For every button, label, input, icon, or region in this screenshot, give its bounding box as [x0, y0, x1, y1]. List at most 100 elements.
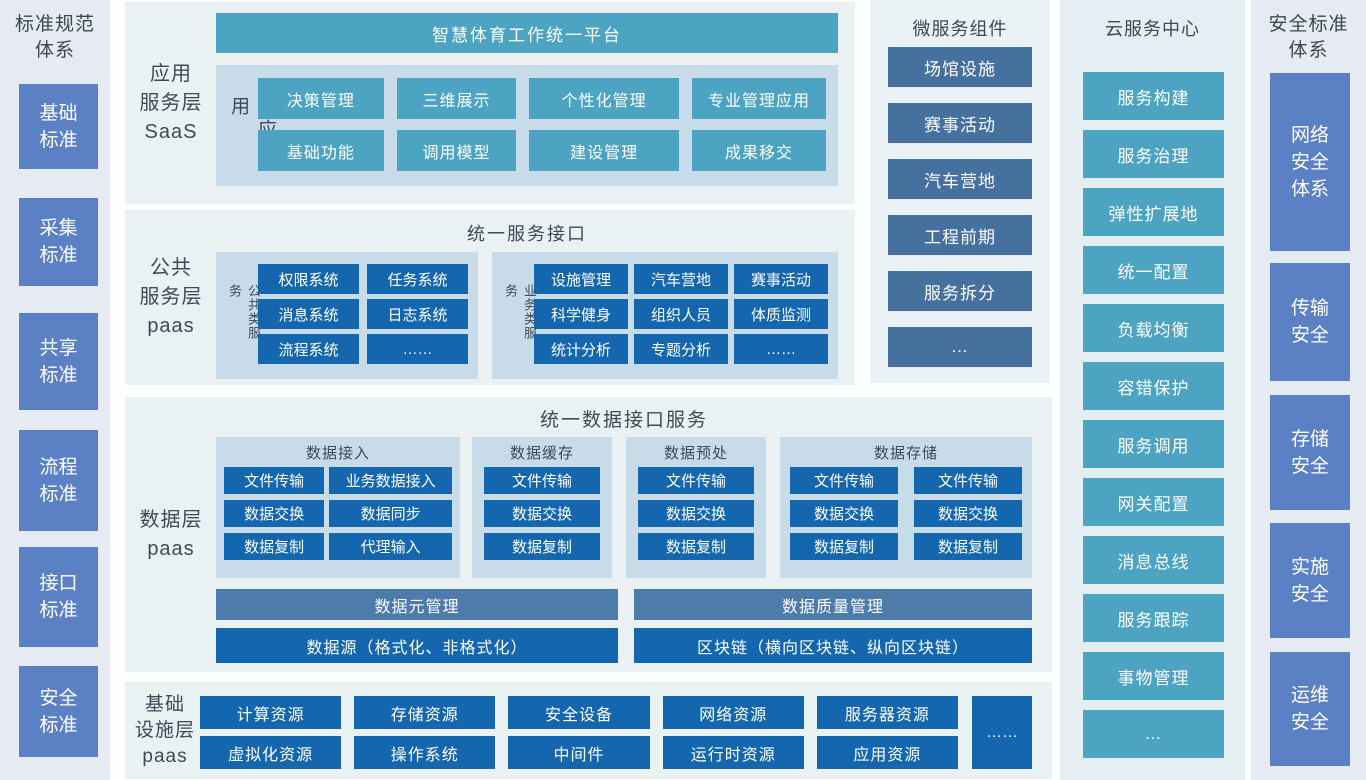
cloud-btn-loadbalance: 负载均衡	[1083, 304, 1224, 352]
infra-btn-storage: 存储资源	[354, 696, 496, 729]
svc-btn-more: ……	[367, 334, 468, 364]
public-services-grid: 权限系统 任务系统 消息系统 日志系统 流程系统 ……	[258, 264, 468, 364]
microservices-panel: 微服务组件 场馆设施 赛事活动 汽车营地 工程前期 服务拆分 …	[870, 0, 1050, 383]
pre-btn-replicate: 数据复制	[638, 533, 754, 560]
infra-btn-os: 操作系统	[354, 736, 496, 769]
cloud-btn-transaction: 事物管理	[1083, 652, 1224, 700]
data-btn-sync: 数据同步	[329, 500, 452, 527]
standard-block-interface: 接口标准	[19, 547, 98, 647]
biz-btn-topic: 专题分析	[634, 334, 728, 364]
svc-btn-permission: 权限系统	[258, 264, 359, 294]
public-services-group-label: 公共类服务	[227, 283, 261, 340]
cloud-btn-build: 服务构建	[1083, 72, 1224, 120]
data-cache-title: 数据缓存	[509, 445, 574, 462]
infra-btn-application: 应用资源	[816, 736, 959, 769]
cache-btn-file-transfer: 文件传输	[484, 467, 600, 494]
meta-management-bar: 数据元管理	[216, 589, 618, 620]
infrastructure-layer-panel: 基础 设施层 paas 计算资源 存储资源 安全设备 网络资源 服务器资源 虚拟…	[125, 682, 1052, 779]
business-services-grid: 设施管理 汽车营地 赛事活动 科学健身 组织人员 体质监测 统计分析 专题分析 …	[534, 264, 828, 364]
cloud-center-list: 服务构建 服务治理 弹性扩展地 统一配置 负载均衡 容错保护 服务调用 网关配置…	[1083, 72, 1224, 758]
micro-app-grid: 决策管理 三维展示 个性化管理 专业管理应用 基础功能 调用模型 建设管理 成果…	[258, 78, 826, 171]
security-block-transport: 传输安全	[1270, 263, 1350, 381]
microservices-list: 场馆设施 赛事活动 汽车营地 工程前期 服务拆分 …	[888, 47, 1032, 367]
data-cache-group: 数据缓存 文件传输 数据交换 数据复制	[472, 437, 612, 578]
biz-btn-fitness: 科学健身	[534, 299, 628, 329]
svc-btn-workflow: 流程系统	[258, 334, 359, 364]
security-block-implement: 实施安全	[1270, 523, 1350, 638]
infra-btn-middleware: 中间件	[508, 736, 650, 769]
svc-btn-log: 日志系统	[367, 299, 468, 329]
cloud-btn-tracking: 服务跟踪	[1083, 594, 1224, 642]
data-btn-biz-access: 业务数据接入	[329, 467, 452, 494]
micro-app-container: 微应用 决策管理 三维展示 个性化管理 专业管理应用 基础功能 调用模型 建设管…	[216, 65, 838, 186]
infra-more-block: ……	[972, 696, 1032, 769]
cloud-btn-more: …	[1083, 710, 1224, 758]
ms-btn-events: 赛事活动	[888, 103, 1032, 143]
quality-management-bar: 数据质量管理	[634, 589, 1032, 620]
data-source-bar: 数据源（格式化、非格式化）	[216, 628, 618, 663]
biz-btn-events: 赛事活动	[734, 264, 828, 294]
biz-btn-stats: 统计分析	[534, 334, 628, 364]
cache-btn-replicate: 数据复制	[484, 533, 600, 560]
infra-btn-runtime: 运行时资源	[662, 736, 804, 769]
public-service-layer-label: 公共 服务层 paas	[139, 257, 203, 337]
store-btn-replicate-1: 数据复制	[790, 533, 898, 560]
infra-btn-compute: 计算资源	[200, 696, 342, 729]
cloud-btn-config: 统一配置	[1083, 246, 1224, 294]
unified-service-interface-header: 统一服务接口	[467, 224, 587, 244]
security-panel: 安全标准体系 网络安全体系 传输安全 存储安全 实施安全 运维安全	[1251, 0, 1366, 780]
security-block-storage: 存储安全	[1270, 395, 1350, 510]
data-access-title: 数据接入	[305, 445, 370, 462]
svc-btn-message: 消息系统	[258, 299, 359, 329]
standard-block-security: 安全标准	[19, 666, 98, 757]
public-service-layer-panel: 公共 服务层 paas 统一服务接口 公共类服务 权限系统 任务系统 消息系统 …	[125, 210, 855, 385]
ms-btn-rv-camp: 汽车营地	[888, 159, 1032, 199]
saas-btn-handover: 成果移交	[691, 130, 826, 171]
data-layer-panel: 数据层 paas 统一数据接口服务 数据接入 文件传输 业务数据接入 数据交换 …	[125, 397, 1052, 672]
data-layer-label: 数据层 paas	[139, 508, 203, 560]
cloud-btn-faulttolerance: 容错保护	[1083, 362, 1224, 410]
cache-btn-exchange: 数据交换	[484, 500, 600, 527]
data-storage-title: 数据存储	[873, 445, 938, 462]
public-services-group: 公共类服务 权限系统 任务系统 消息系统 日志系统 流程系统 ……	[216, 252, 478, 379]
security-block-ops: 运维安全	[1270, 652, 1350, 766]
infra-row-1: 计算资源 存储资源 安全设备 网络资源 服务器资源	[200, 696, 959, 729]
standard-block-share: 共享标准	[19, 313, 98, 410]
saas-btn-personalize: 个性化管理	[529, 78, 679, 119]
platform-header-bar: 智慧体育工作统一平台	[216, 13, 838, 53]
data-btn-replicate: 数据复制	[224, 533, 325, 560]
biz-btn-more: ……	[734, 334, 828, 364]
saas-btn-construction: 建设管理	[529, 130, 679, 171]
store-btn-file-transfer-2: 文件传输	[914, 467, 1022, 494]
cloud-btn-governance: 服务治理	[1083, 130, 1224, 178]
cloud-center-panel: 云服务中心 服务构建 服务治理 弹性扩展地 统一配置 负载均衡 容错保护 服务调…	[1060, 0, 1245, 780]
standards-panel: 标准规范体系 基础标准 采集标准 共享标准 流程标准 接口标准 安全标准	[0, 0, 110, 780]
biz-btn-rv-camp: 汽车营地	[634, 264, 728, 294]
ms-btn-more: …	[888, 327, 1032, 367]
infra-row-2: 虚拟化资源 操作系统 中间件 运行时资源 应用资源	[200, 736, 959, 769]
security-panel-title: 安全标准体系	[1268, 14, 1349, 61]
store-btn-exchange-1: 数据交换	[790, 500, 898, 527]
data-btn-proxy-input: 代理输入	[329, 533, 452, 560]
infrastructure-layer-label: 基础 设施层 paas	[134, 693, 195, 767]
standard-block-collect: 采集标准	[19, 198, 98, 286]
store-btn-replicate-2: 数据复制	[914, 533, 1022, 560]
data-storage-group: 数据存储 文件传输 文件传输 数据交换 数据交换 数据复制 数据复制	[780, 437, 1032, 578]
cloud-btn-gateway: 网关配置	[1083, 478, 1224, 526]
cloud-btn-invoke: 服务调用	[1083, 420, 1224, 468]
data-access-group: 数据接入 文件传输 业务数据接入 数据交换 数据同步 数据复制 代理输入	[216, 437, 460, 578]
store-btn-exchange-2: 数据交换	[914, 500, 1022, 527]
business-services-group: 业务类服务 设施管理 汽车营地 赛事活动 科学健身 组织人员 体质监测 统计分析…	[492, 252, 838, 379]
store-btn-file-transfer-1: 文件传输	[790, 467, 898, 494]
blockchain-bar: 区块链（横向区块链、纵向区块链）	[634, 628, 1032, 663]
ms-btn-venue: 场馆设施	[888, 47, 1032, 87]
security-block-network: 网络安全体系	[1270, 73, 1350, 251]
microservices-title: 微服务组件	[912, 19, 1008, 39]
business-services-group-label: 业务类服务	[503, 283, 537, 340]
biz-btn-facility: 设施管理	[534, 264, 628, 294]
saas-btn-basic-func: 基础功能	[258, 130, 384, 171]
data-preprocess-title: 数据预处	[663, 445, 728, 462]
pre-btn-exchange: 数据交换	[638, 500, 754, 527]
biz-btn-personnel: 组织人员	[634, 299, 728, 329]
standards-panel-title: 标准规范体系	[14, 14, 95, 61]
